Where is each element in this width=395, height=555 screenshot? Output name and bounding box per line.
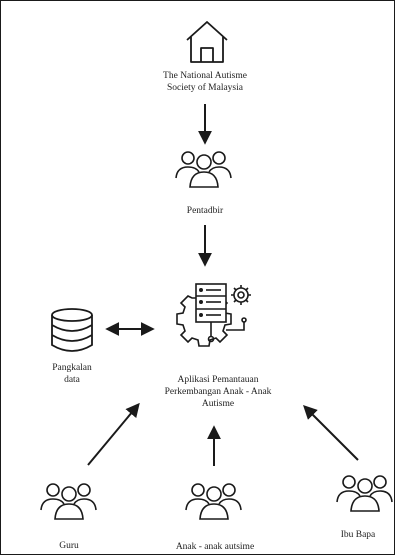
aplikasi-label-line2: Perkembangan Anak - Anak bbox=[164, 387, 272, 397]
arrow-ibubapa-to-aplikasi bbox=[303, 405, 359, 461]
pangkalan-label-line1: Pangkalan bbox=[52, 363, 92, 373]
user-group-icon-guru bbox=[40, 483, 97, 520]
aplikasi-label-line3: Autisme bbox=[201, 399, 235, 409]
anak-label: Anak - anak autsime bbox=[175, 542, 255, 552]
user-group-icon-ibubapa bbox=[336, 475, 393, 512]
nasom-label-line2: Society of Malaysia bbox=[167, 83, 243, 93]
nasom-label: The National Autisme Society of Malaysia bbox=[140, 70, 270, 94]
database-icon bbox=[51, 308, 93, 352]
guru-label: Guru bbox=[59, 541, 79, 551]
server-gears-icon bbox=[176, 283, 251, 347]
ibubapa-label: Ibu Bapa bbox=[340, 530, 376, 540]
aplikasi-label: Aplikasi Pemantauan Perkembangan Anak - … bbox=[148, 374, 288, 410]
pentadbir-label: Pentadbir bbox=[186, 206, 224, 216]
pangkalan-data-label: Pangkalan data bbox=[40, 362, 104, 386]
aplikasi-label-line1: Aplikasi Pemantauan bbox=[177, 375, 259, 385]
nasom-label-line1: The National Autisme bbox=[163, 71, 247, 81]
pangkalan-label-line2: data bbox=[64, 375, 80, 385]
user-group-icon-anak bbox=[185, 483, 242, 520]
user-group-icon-pentadbir bbox=[175, 151, 232, 188]
house-icon bbox=[186, 21, 228, 63]
arrow-guru-to-aplikasi bbox=[87, 402, 140, 466]
